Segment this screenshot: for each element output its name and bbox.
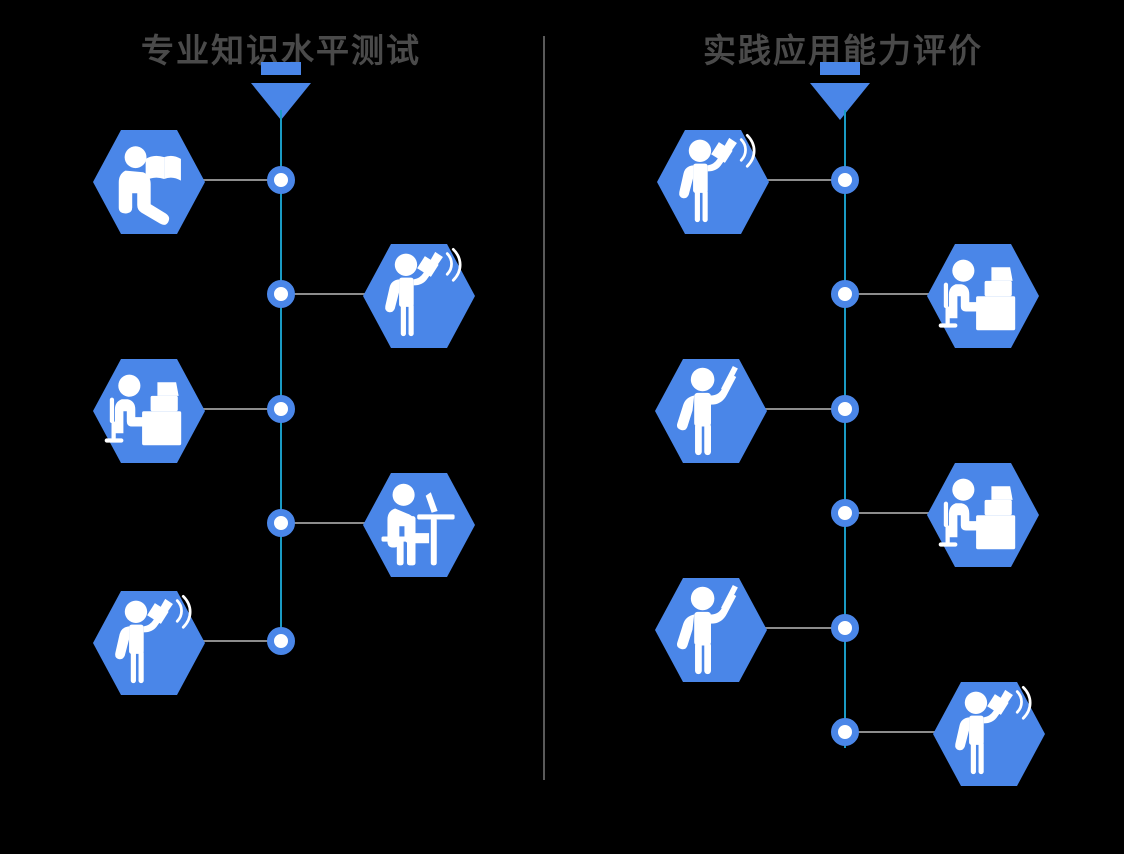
down-arrow-icon	[247, 62, 315, 124]
timeline-node[interactable]	[267, 166, 295, 194]
step-connector	[845, 512, 937, 514]
timeline-spine-left	[280, 110, 282, 642]
step-connector	[196, 408, 284, 410]
person-megaphone-icon[interactable]	[933, 678, 1045, 790]
timeline-node[interactable]	[831, 280, 859, 308]
step-connector	[196, 640, 284, 642]
timeline-node[interactable]	[831, 718, 859, 746]
timeline-node[interactable]	[267, 509, 295, 537]
person-pointer-raised-icon[interactable]	[655, 574, 767, 686]
timeline-node[interactable]	[831, 614, 859, 642]
step-connector	[760, 408, 848, 410]
timeline-node[interactable]	[267, 395, 295, 423]
step-connector	[281, 293, 373, 295]
timeline-node[interactable]	[831, 166, 859, 194]
person-reading-book-icon[interactable]	[93, 126, 205, 238]
person-writing-at-table-icon[interactable]	[363, 469, 475, 581]
timeline-node[interactable]	[267, 280, 295, 308]
down-arrow-icon	[806, 62, 874, 124]
person-at-desk-computer-icon[interactable]	[93, 355, 205, 467]
step-connector	[845, 731, 937, 733]
panel-left: 专业知识水平测试	[93, 31, 475, 699]
timeline-spine-right	[844, 110, 846, 748]
panel-right: 实践应用能力评价	[562, 0, 1124, 854]
timeline-node[interactable]	[267, 627, 295, 655]
step-connector	[760, 627, 848, 629]
person-megaphone-icon[interactable]	[363, 240, 475, 352]
person-pointer-raised-icon[interactable]	[655, 355, 767, 467]
person-at-desk-computer-icon[interactable]	[927, 240, 1039, 352]
person-megaphone-icon[interactable]	[93, 587, 205, 699]
person-at-desk-computer-icon[interactable]	[927, 459, 1039, 571]
step-connector	[196, 179, 284, 181]
timeline-node[interactable]	[831, 395, 859, 423]
step-connector	[760, 179, 848, 181]
step-connector	[281, 522, 373, 524]
panel-divider	[543, 36, 545, 780]
timeline-node[interactable]	[831, 499, 859, 527]
step-connector	[845, 293, 937, 295]
person-megaphone-icon[interactable]	[657, 126, 769, 238]
